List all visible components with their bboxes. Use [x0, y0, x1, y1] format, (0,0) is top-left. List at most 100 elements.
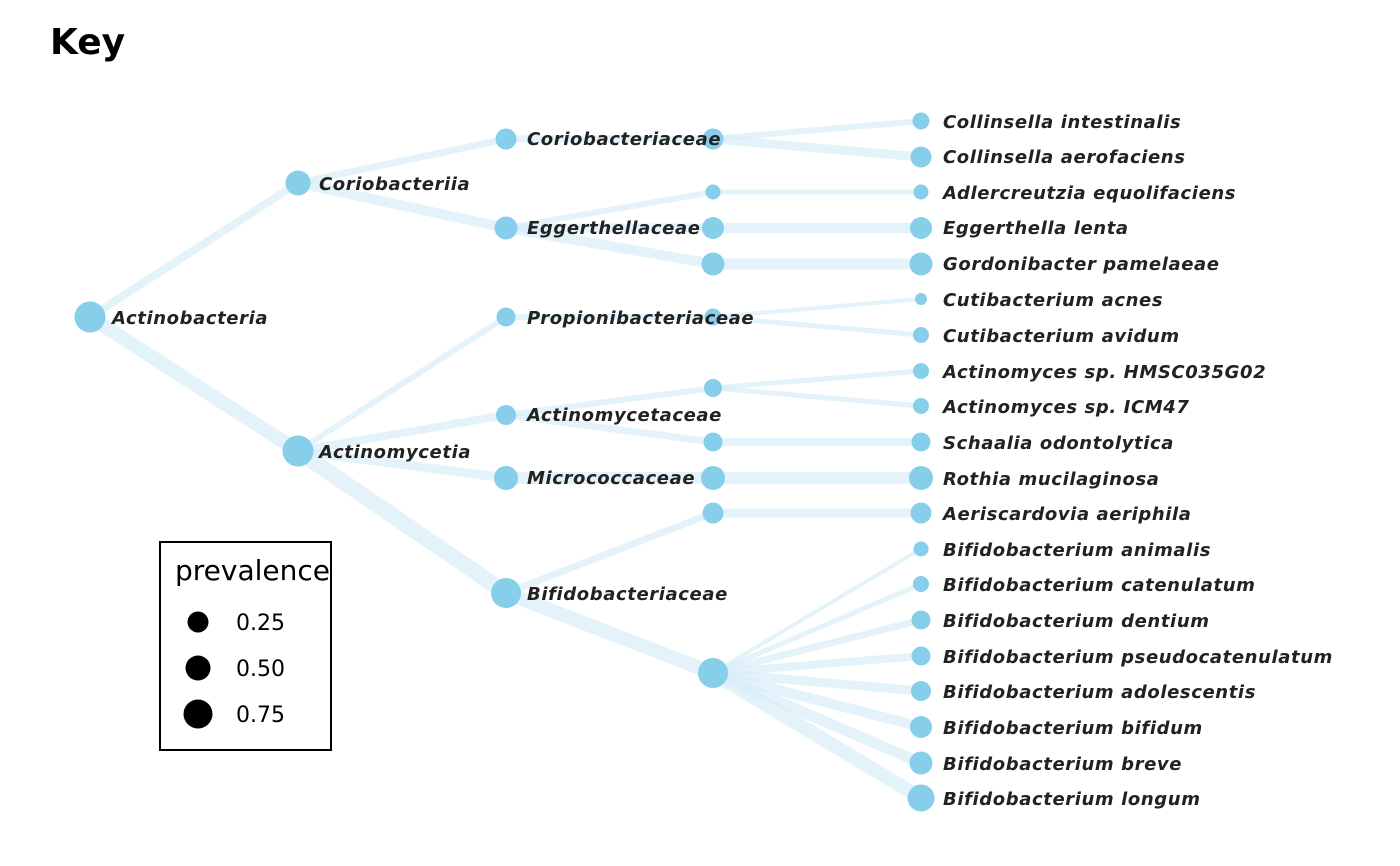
node-label-root: Actinobacteria — [110, 308, 268, 329]
legend-key-label: 0.25 — [236, 611, 285, 636]
tree-edge — [296, 314, 508, 454]
node-label-species: Gordonibacter pamelaeae — [943, 254, 1220, 275]
tree-node-family — [496, 307, 516, 327]
tree-node-genus — [705, 184, 721, 200]
tree-node-species — [909, 466, 933, 490]
tree-node-species — [912, 112, 930, 130]
tree-labels: Actinobacteria Coriobacteriia Actinomyce… — [110, 112, 1333, 810]
tree-node-species — [909, 751, 933, 775]
tree-node-family — [496, 405, 516, 425]
legend-key-label: 0.75 — [236, 703, 285, 728]
tree-node-family — [494, 466, 518, 490]
tree-edge — [503, 586, 716, 680]
node-label-family: Bifidobacteriaceae — [527, 584, 728, 605]
tree-edge — [709, 667, 925, 804]
tree-edges — [86, 118, 925, 804]
legend-title: prevalence — [175, 554, 330, 587]
diagram-title: Key — [50, 22, 125, 63]
tree-node-species — [909, 252, 933, 276]
tree-node-species — [911, 432, 931, 452]
tree-edge — [86, 311, 302, 457]
tree-edge — [87, 179, 301, 321]
tree-edge — [505, 385, 714, 418]
tree-node-family — [494, 216, 518, 240]
tree-node-genus — [702, 217, 724, 239]
legend-key-circle — [183, 699, 213, 729]
tree-node-species — [911, 646, 931, 666]
node-label-species: Actinomyces sp. HMSC035G02 — [941, 362, 1266, 383]
node-label-class: Coriobacteriia — [319, 174, 470, 195]
tree-node-species — [907, 784, 935, 812]
tree-edge — [712, 118, 922, 142]
node-label-species: Bifidobacterium pseudocatenulatum — [943, 647, 1333, 668]
node-label-species: Bifidobacterium animalis — [943, 540, 1211, 561]
node-label-species: Actinomyces sp. ICM47 — [941, 397, 1190, 418]
tree-node-species — [911, 610, 931, 630]
tree-edge — [297, 446, 507, 483]
tree-node-species — [913, 184, 929, 200]
node-label-species: Collinsella intestinalis — [943, 112, 1181, 133]
node-label-species: Bifidobacterium longum — [943, 789, 1201, 810]
tree-node-genus — [703, 432, 723, 452]
tree-edge — [712, 385, 922, 409]
node-label-species: Bifidobacterium adolescentis — [943, 682, 1256, 703]
node-label-species: Schaalia odontolytica — [943, 433, 1174, 454]
tree-node-species — [910, 502, 932, 524]
tree-edge — [296, 178, 508, 233]
tree-node-genus — [702, 128, 724, 150]
node-label-class: Actinomycetia — [317, 442, 471, 463]
tree-nodes — [74, 112, 935, 812]
tree-edge — [712, 314, 922, 338]
tree-edge — [505, 411, 714, 446]
tree-node-species — [915, 293, 927, 305]
tree-node-genus — [698, 658, 728, 688]
tree-node-genus — [701, 466, 725, 490]
tree-edge — [505, 223, 714, 269]
tree-edge — [712, 652, 922, 677]
legend-key-circle — [187, 611, 209, 633]
tree-node-class — [282, 435, 314, 467]
tree-node-species — [910, 146, 932, 168]
node-label-species: Eggerthella lenta — [943, 218, 1129, 239]
node-label-species: Bifidobacterium dentium — [943, 611, 1210, 632]
node-label-family: Micrococcaceae — [527, 468, 695, 489]
tree-edge — [711, 547, 923, 675]
node-label-species: Collinsella aerofaciens — [943, 147, 1186, 168]
legend: prevalence 0.25 0.50 0.75 — [159, 541, 332, 751]
tree-edge — [711, 668, 923, 732]
tree-edge — [505, 189, 714, 231]
node-label-species: Rothia mucilaginosa — [943, 469, 1160, 490]
tree-node-genus — [704, 379, 722, 397]
node-label-species: Bifidobacterium bifidum — [943, 718, 1203, 739]
node-label-species: Cutibacterium avidum — [943, 326, 1180, 347]
legend-key-label: 0.50 — [236, 657, 285, 682]
tree-node-root — [74, 301, 106, 333]
tree-edge — [712, 368, 922, 391]
tree-edge — [297, 135, 507, 187]
tree-node-species — [910, 716, 932, 738]
tree-node-species — [910, 217, 932, 239]
tree-edge — [293, 444, 511, 600]
tree-node-species — [913, 327, 929, 343]
tree-node-species — [913, 363, 929, 379]
tree-edge — [297, 411, 507, 455]
node-label-species: Aeriscardovia aeriphila — [941, 504, 1192, 525]
tree-node-species — [913, 398, 929, 414]
node-label-species: Adlercreutzia equolifaciens — [941, 183, 1236, 204]
tree-node-species — [911, 681, 931, 701]
node-label-family: Propionibacteriaceae — [527, 308, 754, 329]
node-label-family: Actinomycetaceae — [525, 405, 722, 426]
tree-edge — [712, 668, 922, 696]
node-label-species: Cutibacterium acnes — [943, 290, 1163, 311]
tree-edge — [712, 134, 922, 162]
tree-edge — [712, 297, 922, 319]
tree-edge — [712, 581, 922, 676]
tree-edge — [712, 616, 922, 677]
tree-node-genus — [702, 502, 724, 524]
tree-node-family — [491, 578, 521, 608]
tree-edge — [504, 509, 715, 597]
node-label-species: Bifidobacterium breve — [943, 754, 1182, 775]
node-label-species: Bifidobacterium catenulatum — [943, 575, 1256, 596]
legend-key-circle — [185, 655, 211, 681]
